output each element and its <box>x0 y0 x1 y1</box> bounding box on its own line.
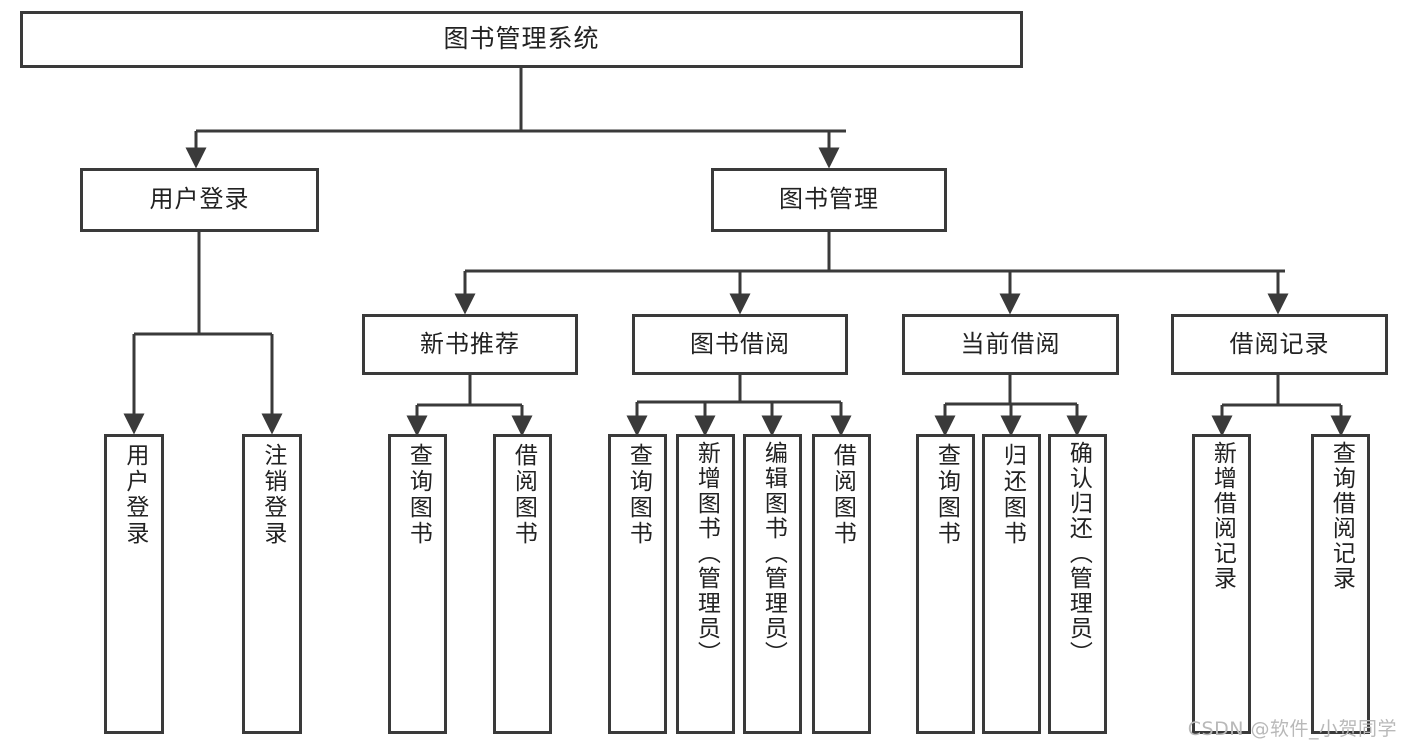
node-book-management[interactable]: 图书管理 <box>711 168 947 232</box>
leaf-user-login-logout[interactable]: 注销登录 <box>242 434 302 734</box>
leaf-label: 借阅图书 <box>510 443 537 547</box>
leaf-label: 新增图书（管理员） <box>693 441 720 666</box>
leaf-label: 注销登录 <box>259 443 286 547</box>
leaf-label: 用户登录 <box>121 443 148 547</box>
node-new-book-recommend[interactable]: 新书推荐 <box>362 314 578 375</box>
leaf-current-borrow-return-book[interactable]: 归还图书 <box>982 434 1041 734</box>
node-current-borrow[interactable]: 当前借阅 <box>902 314 1119 375</box>
leaf-label: 确认归还（管理员） <box>1065 441 1092 666</box>
node-root-system[interactable]: 图书管理系统 <box>20 11 1023 68</box>
node-user-login[interactable]: 用户登录 <box>80 168 319 232</box>
watermark-text: CSDN @软件_小贺同学 <box>1187 718 1397 740</box>
leaf-book-borrow-borrow-book[interactable]: 借阅图书 <box>812 434 871 734</box>
leaf-label: 编辑图书（管理员） <box>760 441 787 666</box>
leaf-book-borrow-edit-book-admin[interactable]: 编辑图书（管理员） <box>743 434 802 734</box>
leaf-label: 查询图书 <box>625 443 652 547</box>
leaf-label: 查询图书 <box>933 443 960 547</box>
leaf-book-borrow-query-book[interactable]: 查询图书 <box>608 434 667 734</box>
leaf-current-borrow-confirm-return-admin[interactable]: 确认归还（管理员） <box>1048 434 1107 734</box>
leaf-borrow-record-add-record[interactable]: 新增借阅记录 <box>1192 434 1251 734</box>
leaf-label: 归还图书 <box>999 443 1026 547</box>
node-book-borrow[interactable]: 图书借阅 <box>632 314 848 375</box>
leaf-new-book-borrow-book[interactable]: 借阅图书 <box>493 434 552 734</box>
leaf-label: 借阅图书 <box>829 443 856 547</box>
leaf-borrow-record-query-record[interactable]: 查询借阅记录 <box>1311 434 1370 734</box>
leaf-current-borrow-query-book[interactable]: 查询图书 <box>916 434 975 734</box>
leaf-label: 查询借阅记录 <box>1328 441 1355 591</box>
leaf-new-book-query-book[interactable]: 查询图书 <box>388 434 447 734</box>
leaf-user-login-login[interactable]: 用户登录 <box>104 434 164 734</box>
leaf-book-borrow-add-book-admin[interactable]: 新增图书（管理员） <box>676 434 735 734</box>
node-borrow-record[interactable]: 借阅记录 <box>1171 314 1388 375</box>
leaf-label: 新增借阅记录 <box>1209 441 1236 591</box>
leaf-label: 查询图书 <box>405 443 432 547</box>
